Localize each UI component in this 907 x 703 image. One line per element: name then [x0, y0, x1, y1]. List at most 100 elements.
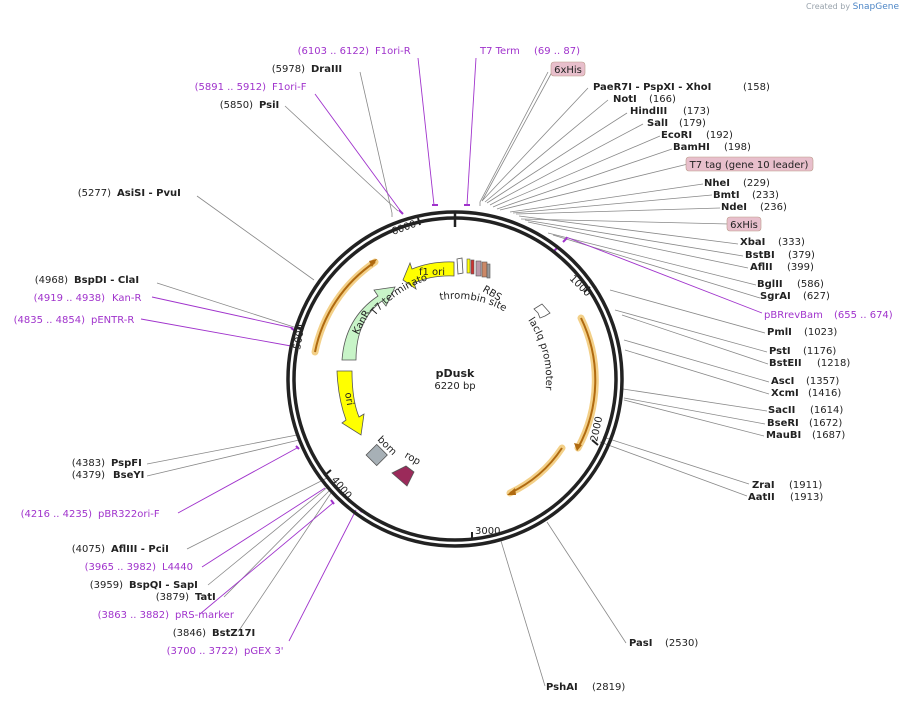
- svg-text:(4379): (4379): [72, 470, 105, 481]
- svg-text:Kan-R: Kan-R: [112, 293, 141, 304]
- orf-arcs: [311, 258, 599, 497]
- svg-text:(1614): (1614): [810, 405, 843, 416]
- tick-label-3000: 3000: [475, 526, 500, 537]
- svg-text:AflII: AflII: [750, 262, 773, 273]
- svg-text:NdeI: NdeI: [721, 202, 747, 213]
- svg-text:EcoRI: EcoRI: [661, 130, 692, 141]
- svg-text:BstZ17I: BstZ17I: [212, 628, 255, 639]
- lacIq-promoter-feature: [533, 303, 551, 319]
- svg-text:(4919 .. 4938): (4919 .. 4938): [34, 293, 106, 304]
- svg-text:(399): (399): [787, 262, 814, 273]
- svg-text:MauBI: MauBI: [766, 430, 801, 441]
- svg-text:PshAI: PshAI: [546, 682, 578, 693]
- svg-text:(5891 .. 5912): (5891 .. 5912): [195, 82, 267, 93]
- svg-text:(655 .. 674): (655 .. 674): [834, 310, 893, 321]
- svg-text:BseRI: BseRI: [767, 418, 799, 429]
- svg-text:BspDI - ClaI: BspDI - ClaI: [74, 275, 139, 286]
- svg-text:BstBI: BstBI: [745, 250, 775, 261]
- svg-text:(198): (198): [724, 142, 751, 153]
- svg-text:BspQI - SapI: BspQI - SapI: [129, 580, 198, 591]
- svg-text:(1911): (1911): [789, 480, 822, 491]
- svg-text:SgrAI: SgrAI: [760, 291, 791, 302]
- svg-text:BamHI: BamHI: [673, 142, 710, 153]
- snapgene-logo: SnapGene: [852, 2, 899, 12]
- svg-text:(1176): (1176): [803, 346, 836, 357]
- svg-text:BglII: BglII: [757, 279, 783, 290]
- tag-connector: [499, 163, 689, 211]
- svg-text:(4075): (4075): [72, 544, 105, 555]
- svg-text:F1ori-F: F1ori-F: [272, 82, 307, 93]
- svg-text:(586): (586): [797, 279, 824, 290]
- svg-text:(1357): (1357): [806, 376, 839, 387]
- svg-text:PstI: PstI: [769, 346, 791, 357]
- svg-text:(6103 .. 6122): (6103 .. 6122): [298, 46, 370, 57]
- svg-text:XcmI: XcmI: [771, 388, 799, 399]
- svg-text:(3863 .. 3882): (3863 .. 3882): [98, 610, 170, 621]
- svg-text:(1672): (1672): [809, 418, 842, 429]
- tick-label-5000: 5000: [292, 324, 307, 351]
- svg-text:(4835 .. 4854): (4835 .. 4854): [14, 315, 86, 326]
- svg-text:(166): (166): [649, 94, 676, 105]
- svg-text:AflIII - PciI: AflIII - PciI: [111, 544, 169, 555]
- svg-text:(69 .. 87): (69 .. 87): [534, 46, 580, 57]
- svg-text:F1ori-R: F1ori-R: [375, 46, 411, 57]
- svg-text:(173): (173): [683, 106, 710, 117]
- svg-text:(5850): (5850): [220, 100, 253, 111]
- svg-text:(5277): (5277): [78, 188, 111, 199]
- primer-leader-lines: [140, 57, 763, 642]
- svg-text:SalI: SalI: [647, 118, 668, 129]
- enzyme-labels: (5978) DraIII (5850) PsiI (5277) AsiSI -…: [35, 64, 851, 693]
- svg-text:pRS-marker: pRS-marker: [175, 610, 235, 621]
- svg-text:PasI: PasI: [629, 638, 652, 649]
- svg-text:PaeR7I - PspXI - XhoI: PaeR7I - PspXI - XhoI: [593, 82, 711, 93]
- svg-text:(1416): (1416): [808, 388, 841, 399]
- svg-text:TatI: TatI: [195, 592, 216, 603]
- svg-text:PsiI: PsiI: [259, 100, 279, 111]
- svg-text:(333): (333): [778, 237, 805, 248]
- svg-text:PmlI: PmlI: [767, 327, 792, 338]
- svg-text:(4383): (4383): [72, 458, 105, 469]
- svg-text:(4216 .. 4235): (4216 .. 4235): [21, 509, 93, 520]
- snapgene-branding: Created by SnapGene: [806, 2, 899, 12]
- svg-text:T7 Term: T7 Term: [479, 46, 520, 57]
- svg-text:(236): (236): [760, 202, 787, 213]
- f1-ori-feature: [402, 261, 455, 291]
- rop-label: rop: [403, 450, 423, 468]
- svg-text:L4440: L4440: [162, 562, 193, 573]
- primer-labels: (6103 .. 6122) F1ori-R T7 Term (69 .. 87…: [14, 46, 893, 657]
- tag-t7: T7 tag (gene 10 leader): [685, 156, 814, 172]
- tag-connector: [520, 218, 730, 225]
- svg-text:(233): (233): [752, 190, 779, 201]
- svg-text:XbaI: XbaI: [740, 237, 765, 248]
- svg-text:BmtI: BmtI: [713, 190, 740, 201]
- bom-feature: [365, 443, 388, 467]
- plasmid-length: 6220 bp: [434, 381, 475, 392]
- f1-ori-label: f1 ori: [419, 267, 445, 278]
- svg-text:pENTR-R: pENTR-R: [91, 315, 134, 326]
- svg-text:(379): (379): [788, 250, 815, 261]
- svg-text:(3846): (3846): [173, 628, 206, 639]
- primer-marks: [290, 204, 568, 513]
- svg-text:(5978): (5978): [272, 64, 305, 75]
- svg-text:AatII: AatII: [748, 492, 775, 503]
- svg-text:(229): (229): [743, 178, 770, 189]
- svg-text:(3959): (3959): [90, 580, 123, 591]
- svg-text:BstEII: BstEII: [769, 358, 802, 369]
- svg-text:SacII: SacII: [768, 405, 795, 416]
- svg-text:(192): (192): [706, 130, 733, 141]
- svg-text:(3879): (3879): [156, 592, 189, 603]
- tag-connector: [481, 71, 553, 202]
- svg-text:BseYI: BseYI: [113, 470, 144, 481]
- position-ticks: [295, 217, 599, 540]
- ori-label: ori: [342, 392, 355, 407]
- svg-text:NheI: NheI: [704, 178, 730, 189]
- small-feature-blocks: [456, 257, 491, 279]
- kanr-feature: [341, 286, 396, 361]
- plasmid-name: pDusk: [436, 367, 475, 380]
- svg-text:DraIII: DraIII: [311, 64, 342, 75]
- svg-text:PspFI: PspFI: [111, 458, 142, 469]
- svg-text:pBRrevBam: pBRrevBam: [764, 310, 823, 321]
- svg-text:(3700 .. 3722): (3700 .. 3722): [167, 646, 239, 657]
